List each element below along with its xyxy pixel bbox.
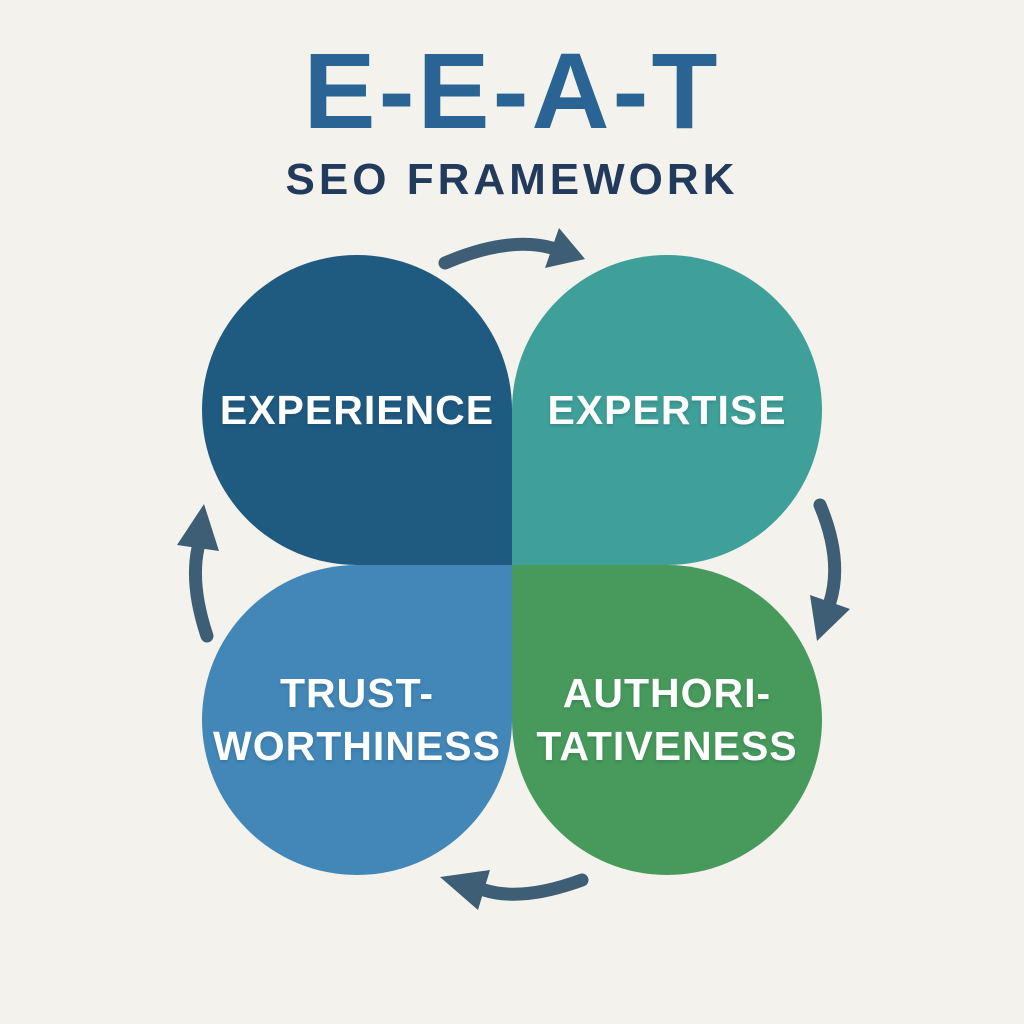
petal-trustworthiness-line1: TRUST- — [279, 670, 435, 716]
arrow-top-icon — [438, 228, 585, 270]
page-title: E-E-A-T — [303, 30, 721, 151]
diagram-header: E-E-A-T SEO FRAMEWORK — [0, 36, 1024, 204]
petal-authoritativeness: AUTHORI- TATIVENESS — [512, 565, 822, 875]
petal-experience-label: EXPERIENCE — [220, 384, 494, 437]
arrow-right-icon — [810, 498, 850, 641]
petal-expertise-line1: EXPERTISE — [547, 386, 787, 433]
petal-trustworthiness-line2: WORTHINESS — [213, 723, 501, 769]
arrow-bottom-icon — [440, 870, 589, 910]
petal-authoritativeness-label: AUTHORI- TATIVENESS — [536, 667, 797, 773]
page-subtitle: SEO FRAMEWORK — [285, 155, 739, 204]
petal-trustworthiness-label: TRUST- WORTHINESS — [213, 667, 501, 773]
petal-expertise-label: EXPERTISE — [547, 384, 786, 437]
arrow-left-icon — [177, 504, 219, 643]
petal-experience-line1: EXPERIENCE — [219, 386, 495, 433]
petal-expertise: EXPERTISE — [512, 255, 822, 565]
petal-authoritativeness-line1: AUTHORI- — [562, 670, 772, 716]
petal-authoritativeness-line2: TATIVENESS — [536, 723, 798, 769]
petal-experience: EXPERIENCE — [202, 255, 512, 565]
petal-trustworthiness: TRUST- WORTHINESS — [202, 565, 512, 875]
